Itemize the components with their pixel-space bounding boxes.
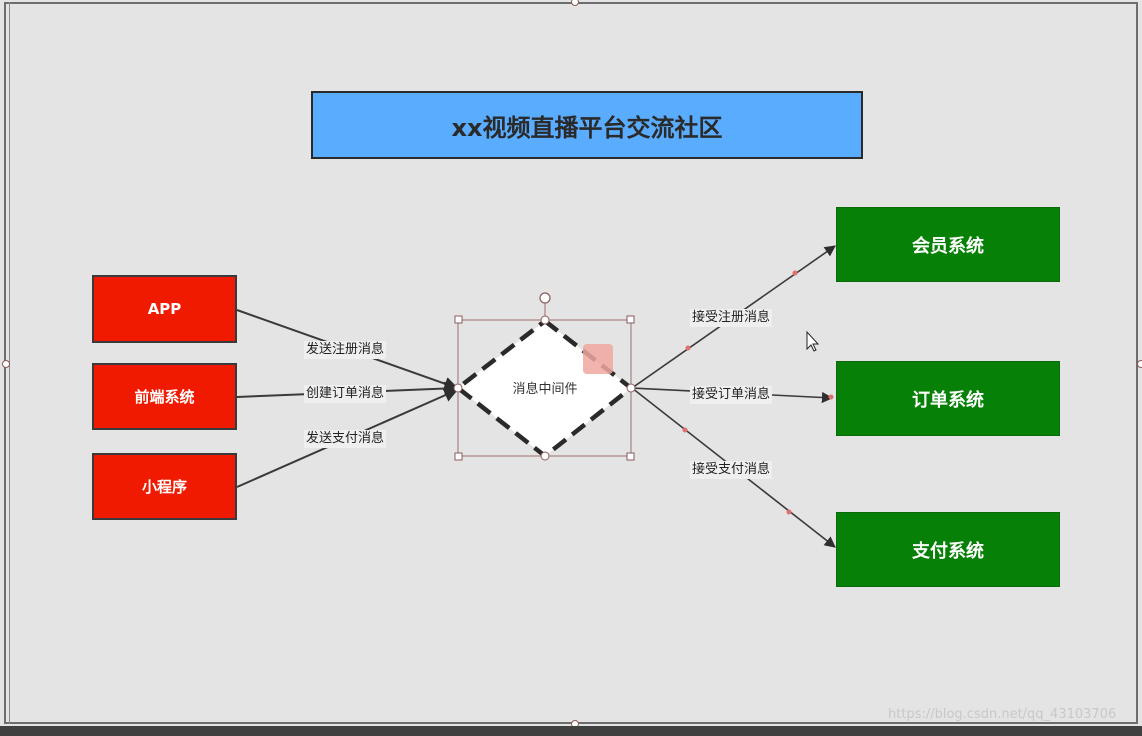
resize-handle-sw[interactable]	[454, 452, 463, 461]
title-text: xx视频直播平台交流社区	[451, 113, 723, 142]
watermark: https://blog.csdn.net/qq_43103706	[888, 707, 1117, 722]
edge-waypoint[interactable]	[792, 270, 798, 276]
frame-handle-left[interactable]	[2, 360, 10, 368]
node-order-system[interactable]: 订单系统	[836, 361, 1060, 436]
hub-action-badge[interactable]	[583, 344, 613, 374]
frame-handle-right[interactable]	[1137, 360, 1142, 368]
connect-handle-left[interactable]	[453, 383, 463, 393]
connect-handle-right[interactable]	[626, 383, 636, 393]
mouse-cursor-icon	[806, 330, 820, 352]
edge-label-receive-order[interactable]: 接受订单消息	[690, 386, 773, 404]
node-app[interactable]: APP	[92, 275, 237, 343]
edge-label-send-payment[interactable]: 发送支付消息	[304, 430, 387, 448]
node-frontend-label: 前端系统	[134, 388, 195, 406]
edge-waypoint[interactable]	[682, 427, 688, 433]
resize-handle-ne[interactable]	[626, 315, 635, 324]
hub-label: 消息中间件	[512, 382, 578, 397]
rotate-handle[interactable]	[539, 292, 551, 304]
node-order-label: 订单系统	[912, 389, 984, 411]
edge-label-receive-register[interactable]: 接受注册消息	[690, 309, 773, 327]
resize-handle-se[interactable]	[626, 452, 635, 461]
frame-handle-top[interactable]	[571, 0, 579, 6]
resize-handle-nw[interactable]	[454, 315, 463, 324]
edge-waypoint[interactable]	[828, 394, 834, 400]
node-frontend-system[interactable]: 前端系统	[92, 363, 237, 430]
node-payment-label: 支付系统	[912, 540, 984, 562]
connect-handle-bottom[interactable]	[540, 451, 550, 461]
window-bottom-bar	[0, 726, 1142, 736]
node-payment-system[interactable]: 支付系统	[836, 512, 1060, 587]
edge-label-create-order[interactable]: 创建订单消息	[304, 385, 387, 403]
connect-handle-top[interactable]	[540, 315, 550, 325]
node-mini-program-label: 小程序	[141, 478, 187, 496]
node-mini-program[interactable]: 小程序	[92, 453, 237, 520]
title-box[interactable]: xx视频直播平台交流社区	[311, 91, 863, 159]
edge-waypoint[interactable]	[786, 509, 792, 515]
edge-waypoint[interactable]	[685, 345, 691, 351]
node-member-system[interactable]: 会员系统	[836, 207, 1060, 282]
edge-label-send-register[interactable]: 发送注册消息	[304, 341, 387, 359]
node-member-label: 会员系统	[912, 235, 984, 257]
edge-label-receive-payment[interactable]: 接受支付消息	[690, 461, 773, 479]
node-app-label: APP	[147, 300, 182, 318]
